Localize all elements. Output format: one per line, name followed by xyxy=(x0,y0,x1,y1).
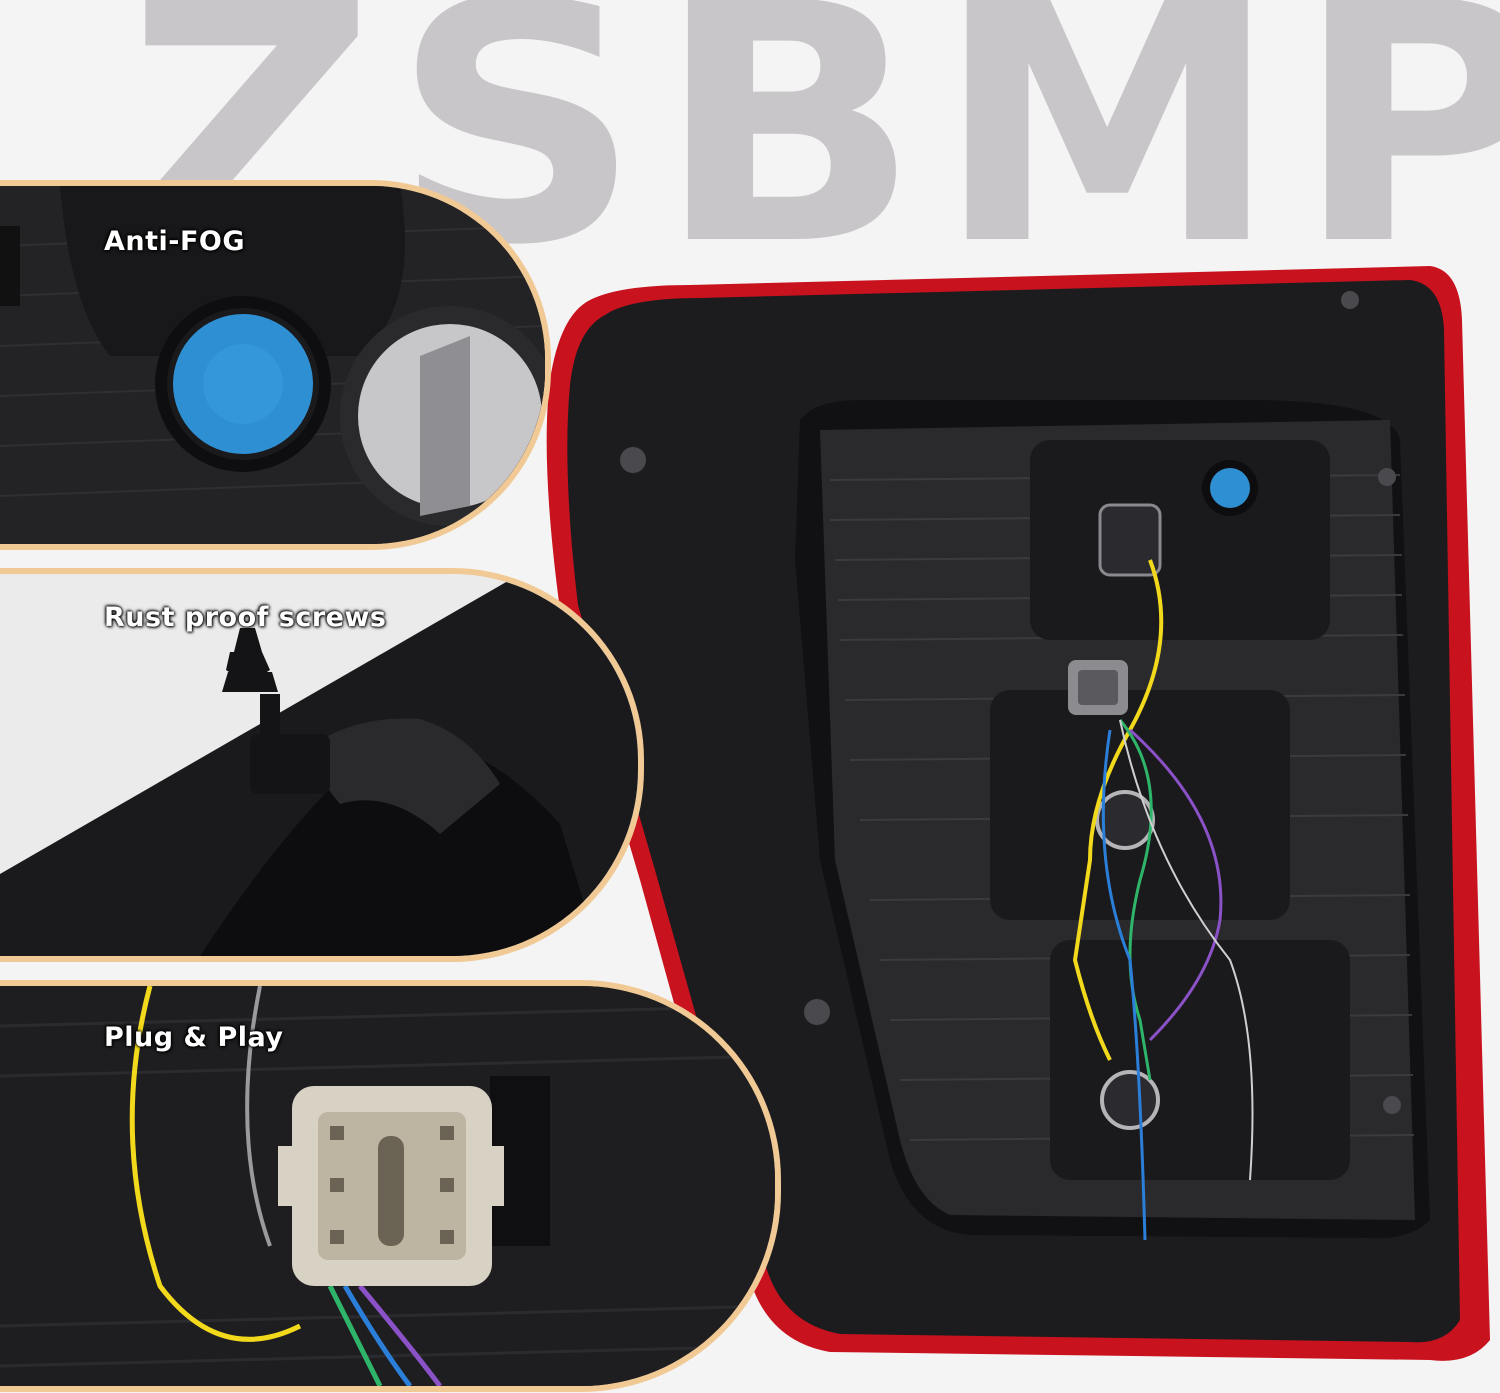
callout-rust-proof-screws: Rust proof screws xyxy=(0,568,644,962)
plug-and-play-label: Plug & Play xyxy=(104,1022,284,1053)
vent-cap-icon xyxy=(0,186,545,544)
anti-fog-label: Anti-FOG xyxy=(104,226,246,257)
connector-icon xyxy=(0,986,775,1386)
tail-light-image xyxy=(530,260,1500,1375)
callout-anti-fog: Anti-FOG xyxy=(0,180,551,550)
rust-proof-screws-label: Rust proof screws xyxy=(104,602,387,633)
screw-icon xyxy=(0,574,638,956)
callout-plug-and-play: Plug & Play xyxy=(0,980,781,1392)
